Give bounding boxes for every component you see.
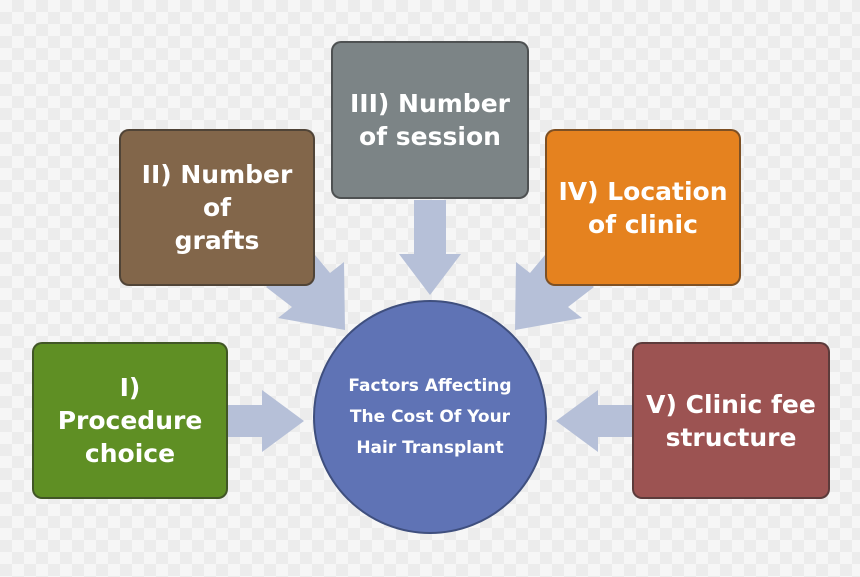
factor-label: III) Number of session (350, 87, 510, 153)
factor-box-location-of-clinic: IV) Location of clinic (545, 129, 741, 286)
arrow-factor-1 (228, 390, 304, 452)
factor-label-line: grafts (174, 226, 260, 255)
factor-label-line: III) Number (350, 89, 510, 118)
factor-box-procedure-choice: I) Procedure choice (32, 342, 228, 499)
factor-label: V) Clinic fee structure (646, 388, 816, 454)
factor-label: IV) Location of clinic (558, 175, 727, 241)
factor-label-line: V) Clinic fee (646, 389, 816, 419)
factor-label-line: choice (84, 439, 176, 468)
arrow-factor-3 (399, 200, 461, 295)
center-topic-line: The Cost Of Your (349, 406, 511, 427)
center-topic-line: Hair Transplant (356, 437, 504, 458)
arrow-factor-5 (556, 390, 632, 452)
factor-label-line: of clinic (588, 209, 698, 239)
center-topic-circle: Factors Affecting The Cost Of Your Hair … (313, 300, 547, 534)
factor-label: II) Number of grafts (131, 158, 303, 257)
factor-label-line: IV) Location (558, 176, 728, 206)
factor-box-number-of-grafts: II) Number of grafts (119, 129, 315, 286)
factor-box-clinic-fee-structure: V) Clinic fee structure (632, 342, 830, 499)
factor-label: I) Procedure choice (44, 371, 216, 470)
factor-label-line: II) Number of (141, 160, 293, 222)
factor-label-line: of session (359, 122, 501, 151)
factor-box-number-of-session: III) Number of session (331, 41, 529, 199)
center-topic-label: Factors Affecting The Cost Of Your Hair … (348, 371, 511, 464)
factor-label-line: structure (665, 422, 797, 452)
center-topic-line: Factors Affecting (348, 375, 512, 396)
factor-label-line: I) Procedure (57, 373, 203, 435)
